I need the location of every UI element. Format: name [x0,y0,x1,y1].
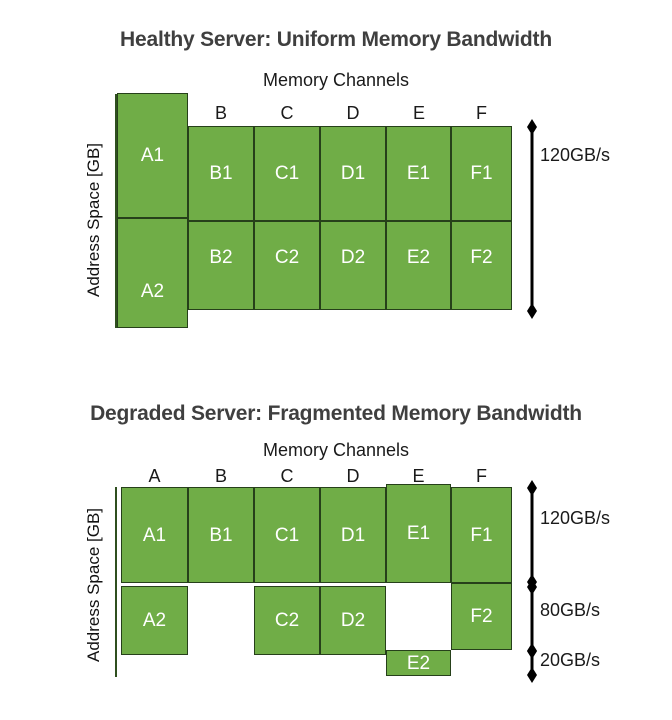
panel-title-degraded: Degraded Server: Fragmented Memory Bandw… [90,402,582,425]
memory-block-e1[interactable]: E1 [386,126,451,221]
memory-block-e2-degraded[interactable]: E2 [386,650,451,676]
memory-block-b1-degraded[interactable]: B1 [188,487,254,583]
memory-block-e1-degraded[interactable]: E1 [386,484,451,583]
y-axis-label-degraded: Address Space [GB] [84,507,103,663]
bandwidth-label-80-degraded: 80GB/s [540,600,601,620]
memory-block-d2-degraded[interactable]: D2 [320,586,386,655]
column-header-d: D [346,103,360,123]
memory-block-c2[interactable]: C2 [254,221,320,310]
column-header-b-degraded: B [214,466,227,486]
bandwidth-label-20-degraded: 20GB/s [540,650,601,670]
column-header-f-degraded: F [476,466,487,486]
memory-block-d1[interactable]: D1 [320,126,386,221]
memory-block-b2[interactable]: B2 [188,221,254,310]
memory-block-f2-degraded[interactable]: F2 [451,583,512,650]
bandwidth-arrow-20-degraded [527,643,537,683]
memory-block-d2[interactable]: D2 [320,221,386,310]
column-header-f: F [476,103,487,123]
panel-healthy-server: Healthy Server: Uniform Memory Bandwidth… [84,28,611,328]
column-header-d-degraded: D [346,466,360,486]
y-axis-line-healthy [115,94,117,328]
memory-block-a1-degraded[interactable]: A1 [121,487,188,583]
memory-block-d1-degraded[interactable]: D1 [320,487,386,583]
column-header-a-degraded: A [148,466,161,486]
memory-block-b1[interactable]: B1 [188,126,254,221]
column-header-c: C [280,103,294,123]
top-axis-label-degraded: Memory Channels [262,440,410,460]
memory-block-f1-degraded[interactable]: F1 [451,487,512,583]
panel-title-healthy: Healthy Server: Uniform Memory Bandwidth [120,28,552,51]
memory-block-c1-degraded[interactable]: C1 [254,487,320,583]
y-axis-line-degraded [115,487,117,677]
column-header-e-degraded: E [412,466,425,486]
memory-block-f2[interactable]: F2 [451,221,512,310]
bandwidth-label-120-healthy: 120GB/s [540,145,611,165]
column-header-c-degraded: C [280,466,294,486]
bandwidth-arrow-120-degraded [527,480,537,590]
column-header-b: B [214,103,227,123]
memory-block-a1[interactable]: A1 [117,93,188,218]
memory-block-f1[interactable]: F1 [451,126,512,221]
bandwidth-arrow-healthy [527,119,537,319]
memory-block-e2[interactable]: E2 [386,221,451,310]
bandwidth-label-120-degraded: 120GB/s [540,508,611,528]
memory-block-a2[interactable]: A2 [117,218,188,328]
memory-block-a2-degraded[interactable]: A2 [121,586,188,655]
column-header-e: E [412,103,425,123]
top-axis-label-healthy: Memory Channels [262,70,410,90]
memory-block-c1[interactable]: C1 [254,126,320,221]
memory-block-c2-degraded[interactable]: C2 [254,586,320,655]
